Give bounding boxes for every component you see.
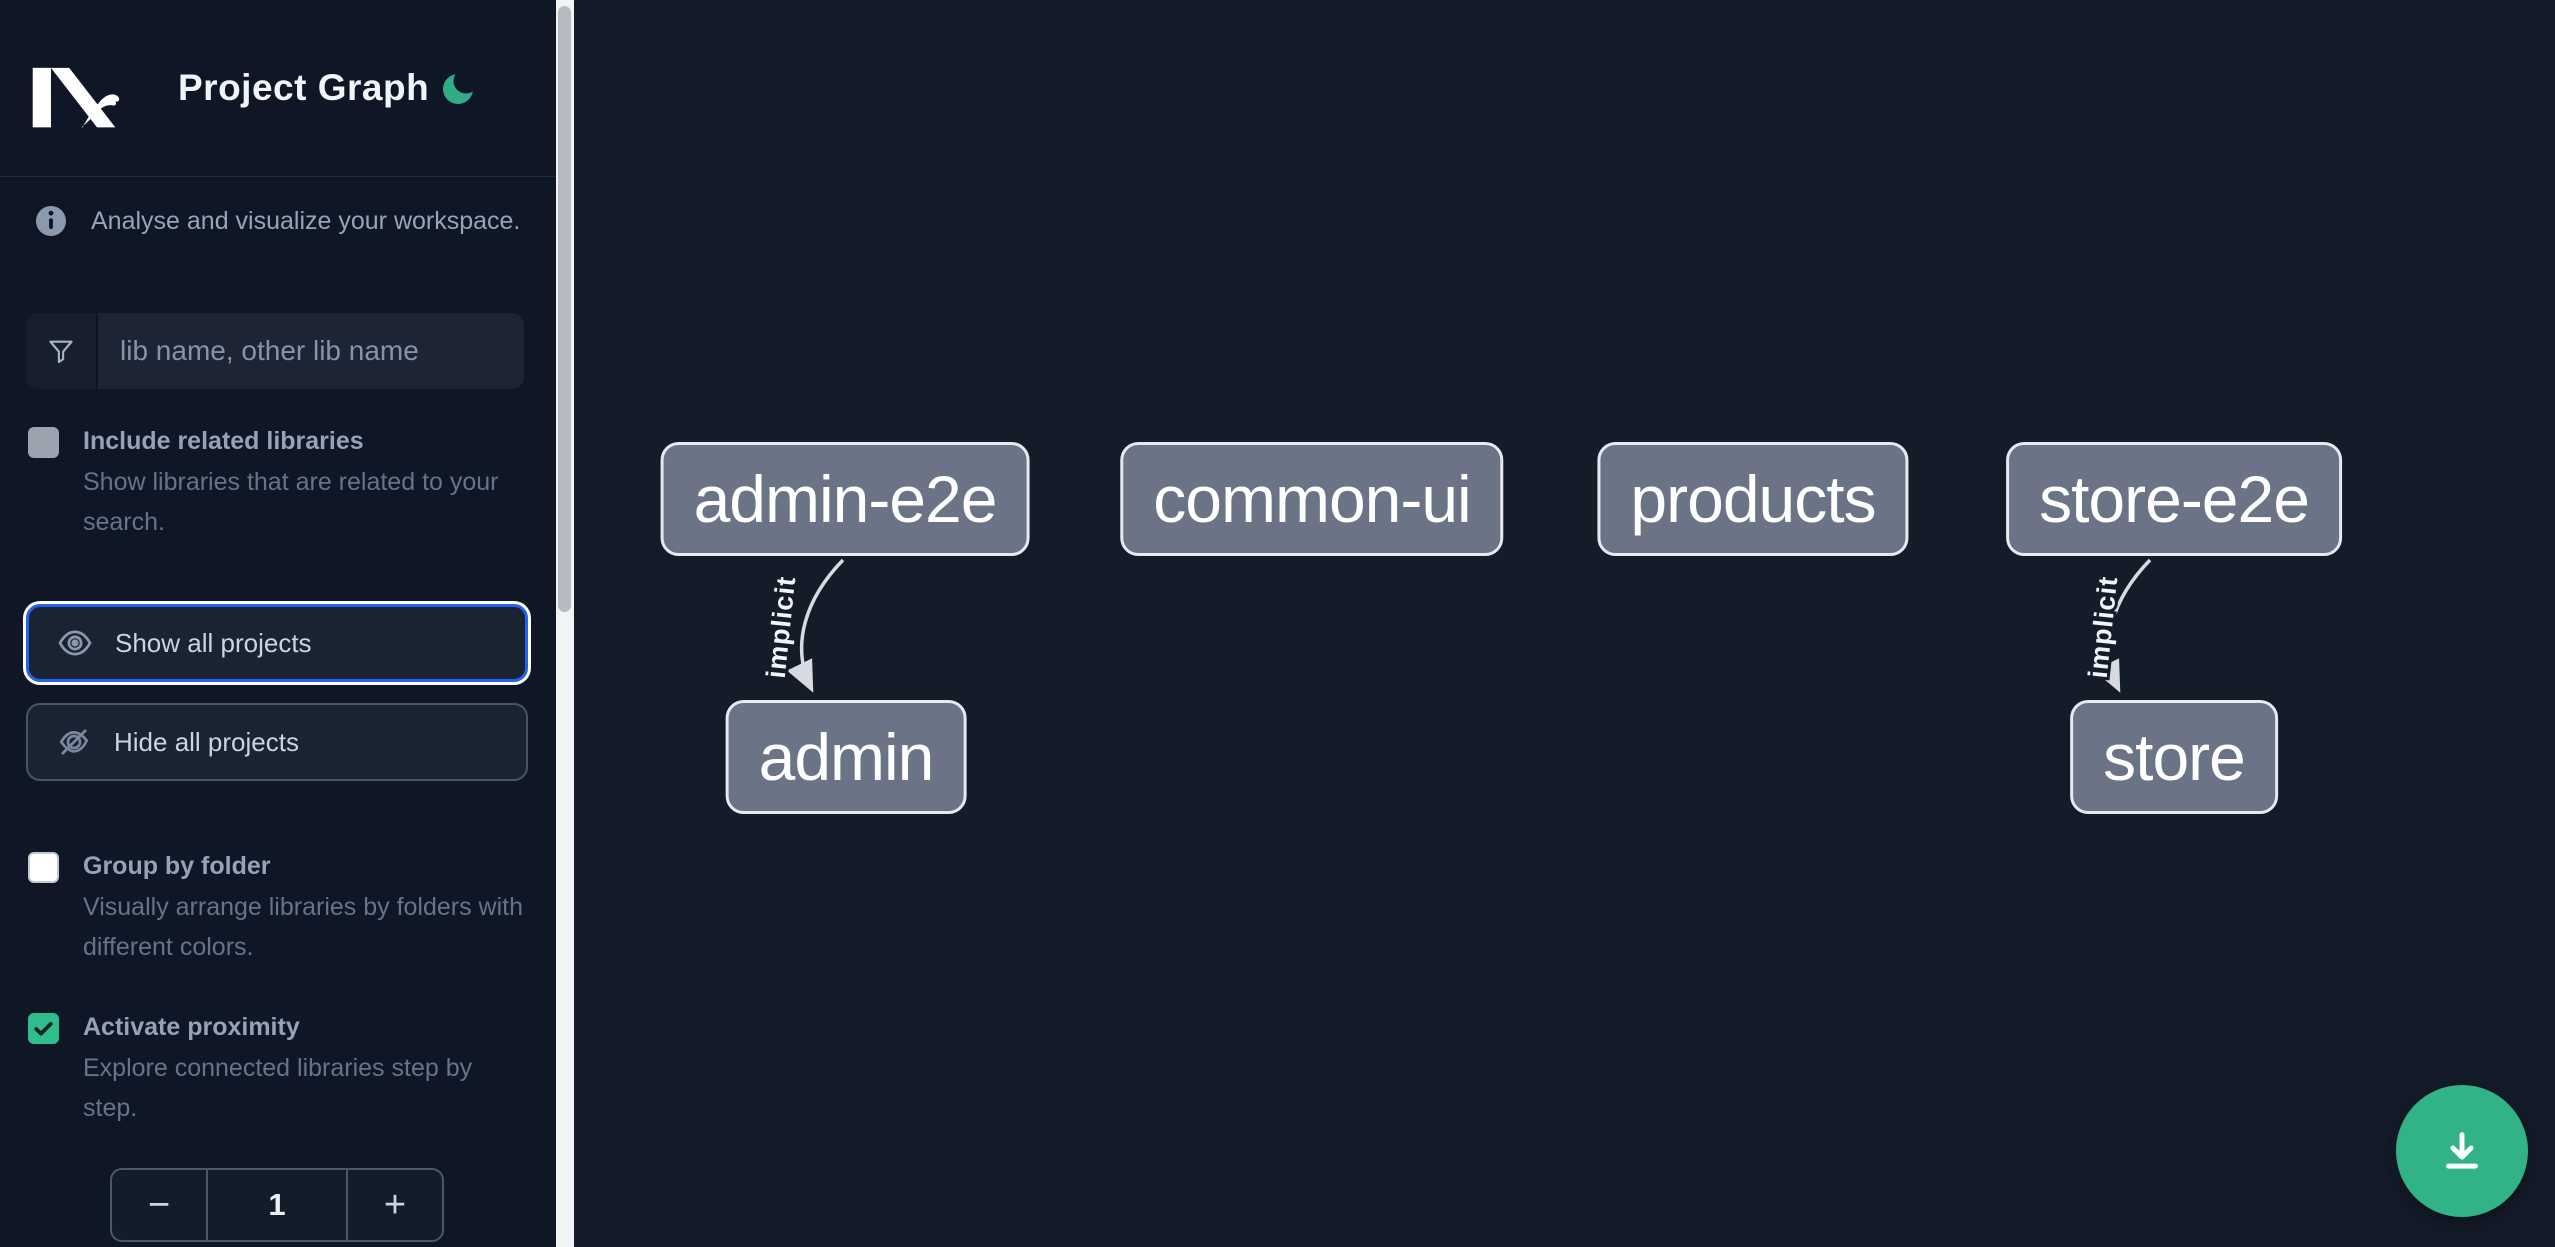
sidebar: Project Graph Analyse and visualize yo — [0, 0, 574, 1247]
activate-proximity-checkbox[interactable] — [28, 1013, 59, 1044]
option-include-related: Include related libraries Show libraries… — [28, 425, 530, 542]
check-icon — [31, 1016, 56, 1041]
increment-button[interactable]: + — [346, 1170, 442, 1240]
edge-label-implicit: implicit — [761, 575, 802, 680]
project-node-admin[interactable]: admin — [725, 700, 967, 814]
button-label: Show all projects — [115, 627, 312, 658]
hide-all-projects-button[interactable]: Hide all projects — [26, 703, 528, 781]
group-by-folder-checkbox[interactable] — [28, 852, 59, 883]
proximity-depth-stepper: − 1 + — [110, 1168, 444, 1242]
download-graph-button[interactable] — [2396, 1085, 2528, 1217]
option-description: Visually arrange libraries by folders wi… — [83, 893, 524, 961]
sidebar-scrollbar-track — [556, 0, 574, 1247]
option-description: Show libraries that are related to your … — [83, 468, 499, 536]
moon-icon — [440, 68, 479, 110]
option-label: Group by folder — [83, 852, 271, 880]
proximity-depth-value: 1 — [268, 1187, 286, 1222]
sidebar-header: Project Graph — [0, 0, 556, 177]
option-label: Activate proximity — [83, 1013, 300, 1041]
include-related-checkbox[interactable] — [28, 427, 59, 458]
filter-projects-input[interactable] — [98, 313, 524, 389]
sidebar-scrollbar-thumb[interactable] — [558, 6, 571, 612]
edge-store-e2e-store — [2093, 558, 2152, 693]
option-label: Include related libraries — [83, 427, 364, 455]
button-label: Hide all projects — [114, 726, 299, 757]
project-node-store[interactable]: store — [2070, 700, 2278, 814]
project-node-common-ui[interactable]: common-ui — [1120, 442, 1504, 556]
info-row: Analyse and visualize your workspace. — [33, 203, 530, 239]
funnel-icon — [26, 313, 98, 389]
info-text: Analyse and visualize your workspace. — [91, 206, 521, 235]
show-all-projects-button[interactable]: Show all projects — [26, 604, 528, 682]
download-icon — [2436, 1125, 2488, 1177]
project-node-products[interactable]: products — [1597, 442, 1909, 556]
option-group-by-folder: Group by folder Visually arrange librari… — [28, 850, 530, 967]
project-node-store-e2e[interactable]: store-e2e — [2006, 442, 2342, 556]
eye-off-icon — [56, 724, 92, 760]
option-description: Explore connected libraries step by step… — [83, 1054, 473, 1122]
option-activate-proximity: Activate proximity Explore connected lib… — [28, 1011, 530, 1128]
info-icon — [33, 203, 69, 239]
project-node-admin-e2e[interactable]: admin-e2e — [660, 442, 1030, 556]
search-box — [26, 313, 524, 389]
theme-toggle-button[interactable] — [440, 68, 479, 110]
edge-label-implicit: implicit — [2083, 575, 2124, 680]
decrement-button[interactable]: − — [112, 1170, 208, 1240]
nx-logo — [26, 40, 122, 136]
eye-icon — [57, 625, 93, 661]
page-title: Project Graph — [178, 67, 430, 108]
edge-admin-e2e-admin — [786, 558, 845, 693]
